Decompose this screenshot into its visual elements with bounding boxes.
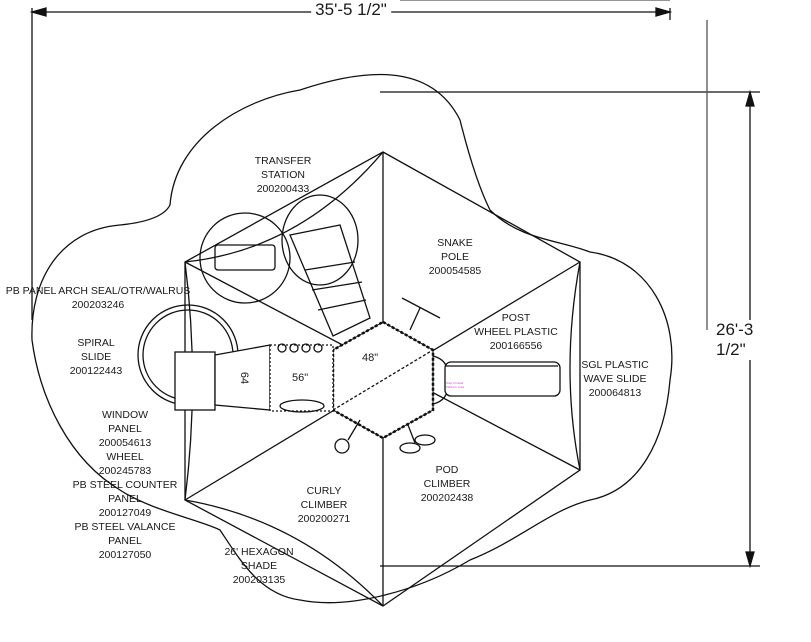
label-line: SNAKE <box>437 237 473 249</box>
label-line: SHADE <box>240 560 278 572</box>
spiral-slide <box>137 304 271 411</box>
label-pod-climber: POD CLIMBER 200202438 <box>421 463 474 505</box>
label-arch-panel: PB PANEL ARCH SEAL/OTR/WALRUS 200203246 <box>6 284 191 312</box>
label-line: 200245783 <box>98 465 152 477</box>
label-line: 200054585 <box>428 265 482 277</box>
wheel-post <box>401 297 441 331</box>
label-line: PB STEEL VALANCE <box>74 521 176 533</box>
label-transfer-station: TRANSFER STATION 200200433 <box>255 154 312 196</box>
wave-slide <box>432 355 561 405</box>
label-line: 200127049 <box>98 507 152 519</box>
label-line: SPIRAL <box>77 337 115 349</box>
tiny-note-line: Platform Area <box>446 385 465 389</box>
deck-height-48: 48" <box>362 352 379 364</box>
label-line: 200203246 <box>71 299 125 311</box>
label-line: PANEL <box>108 423 142 435</box>
deck-height-56: 56" <box>292 372 309 384</box>
label-line: PB PANEL ARCH SEAL/OTR/WALRUS <box>5 285 191 297</box>
label-spiral-slide: SPIRAL SLIDE 200122443 <box>70 336 123 378</box>
label-line: PB STEEL COUNTER <box>72 479 178 491</box>
label-line: 200203135 <box>232 574 286 586</box>
label-line: WHEEL <box>106 451 144 463</box>
label-line: 200166556 <box>489 340 543 352</box>
label-line: SGL PLASTIC <box>581 359 649 371</box>
label-line: 200200271 <box>297 513 351 525</box>
deck-platform <box>331 320 435 440</box>
curly-climber <box>334 419 361 454</box>
label-line: SLIDE <box>80 351 112 363</box>
left-platform <box>269 343 334 413</box>
label-line: 200064813 <box>588 387 642 399</box>
label-line: CURLY <box>306 485 342 497</box>
label-line: CLIMBER <box>300 499 348 511</box>
label-line: 200202438 <box>420 492 474 504</box>
label-line: STATION <box>261 169 305 181</box>
label-line: PANEL <box>108 535 142 547</box>
label-line: CLIMBER <box>423 478 471 490</box>
label-line: POLE <box>440 251 469 263</box>
label-hexagon-shade: 26' HEXAGON SHADE 200203135 <box>224 545 293 587</box>
deck-height-64: 64 <box>238 371 251 385</box>
label-line: WINDOW <box>101 409 149 421</box>
label-line: WAVE SLIDE <box>583 373 647 385</box>
label-wave-slide: SGL PLASTIC WAVE SLIDE 200064813 <box>581 358 648 400</box>
label-line: TRANSFER <box>254 155 312 167</box>
width-dimension-line <box>29 0 673 320</box>
transfer-station <box>199 194 371 337</box>
depth-dimension: 26'-3 1/2" <box>712 320 778 360</box>
label-line: PANEL <box>108 493 142 505</box>
label-line: 200054613 <box>98 437 152 449</box>
label-snake-pole: SNAKE POLE 200054585 <box>429 236 482 278</box>
label-line: POST <box>501 312 531 324</box>
width-dimension: 35'-5 1/2" <box>311 0 391 20</box>
label-line: 200127050 <box>98 549 152 561</box>
label-post-wheel: POST WHEEL PLASTIC 200166556 <box>474 311 558 353</box>
depth-dimension-line <box>380 20 760 569</box>
tiny-note-line: Step'd Install <box>446 381 464 385</box>
label-curly-climber: CURLY CLIMBER 200200271 <box>298 484 351 526</box>
label-line: 26' HEXAGON <box>224 546 294 558</box>
label-line: 200122443 <box>69 365 123 377</box>
label-line: POD <box>435 464 459 476</box>
label-line: 200200433 <box>256 183 310 195</box>
label-line: WHEEL PLASTIC <box>474 326 558 338</box>
pod-climber <box>399 424 436 454</box>
use-zone-outline <box>31 73 673 604</box>
